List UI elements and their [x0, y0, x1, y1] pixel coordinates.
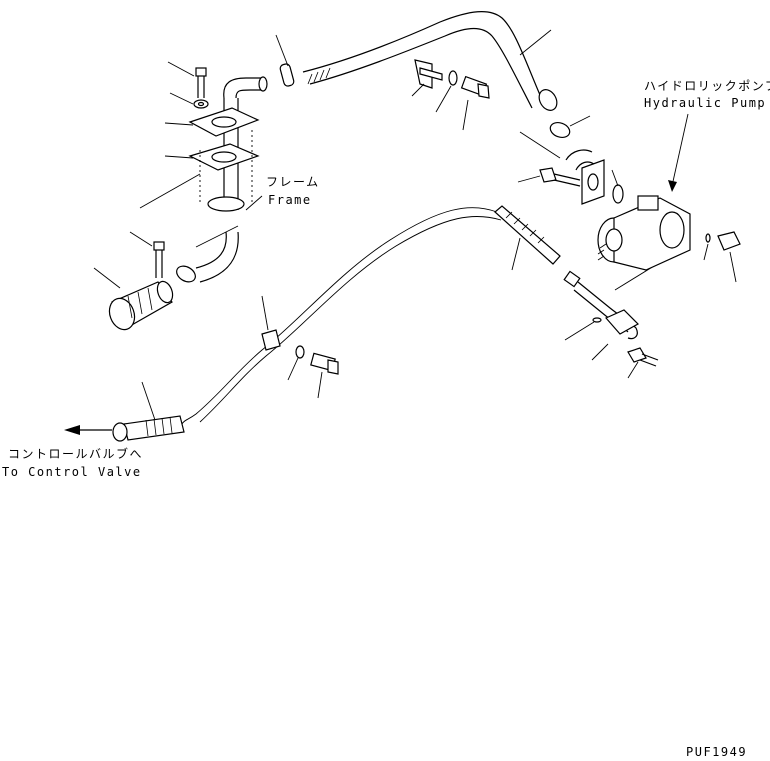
leader-flange	[164, 122, 194, 126]
frame-label-en: Frame	[268, 193, 312, 207]
leader-frame-plate	[139, 173, 201, 209]
pump-label-jp: ハイドロリックポンプ	[644, 79, 770, 93]
pump-suction-flange	[565, 149, 605, 205]
hose-pump-outlet	[494, 205, 561, 271]
delivery-line-long	[181, 207, 502, 425]
bracket-upper	[411, 59, 443, 97]
bolt-mid	[310, 352, 339, 399]
strainer-filter	[93, 267, 174, 331]
leader-pump-flange	[519, 131, 561, 159]
hose-clamp-upper	[275, 34, 295, 87]
hose-control-valve	[112, 381, 185, 442]
valve-label-jp: コントロールバルブへ	[8, 447, 144, 461]
oring-pump	[611, 169, 624, 204]
oring-outlet	[564, 317, 602, 341]
pump-label-pointer	[668, 113, 689, 192]
gasket	[188, 143, 260, 171]
washer-mid	[287, 345, 305, 381]
leader-frame-label	[245, 195, 263, 211]
washer-flange	[169, 92, 209, 109]
bolt-lower-right	[627, 347, 659, 379]
to-valve-arrow	[64, 425, 112, 435]
leader-hose-upper	[519, 29, 552, 56]
leader-gasket	[164, 155, 194, 159]
bolt-pump-flange	[517, 167, 581, 187]
bolt-filter	[129, 231, 165, 278]
clamp-mid	[261, 295, 281, 351]
bolt-upper	[460, 75, 490, 131]
bracket-lower-right	[591, 343, 609, 361]
pump-label-en: Hydraulic Pump	[644, 96, 767, 110]
frame-plate	[199, 130, 253, 212]
valve-label-en: To Control Valve	[2, 465, 142, 479]
hose-elbow-pump	[549, 115, 591, 139]
hydraulic-pump	[597, 195, 691, 271]
hose-short-lower	[176, 225, 239, 283]
washer-upper	[435, 70, 458, 113]
drawing-code: PUF1949	[686, 745, 748, 759]
suction-hose-upper	[302, 11, 558, 111]
pump-elbow-fitting	[703, 231, 741, 283]
frame-label-jp: フレーム	[266, 175, 320, 189]
flange-plate	[188, 107, 260, 137]
bolt-flange	[167, 61, 207, 98]
